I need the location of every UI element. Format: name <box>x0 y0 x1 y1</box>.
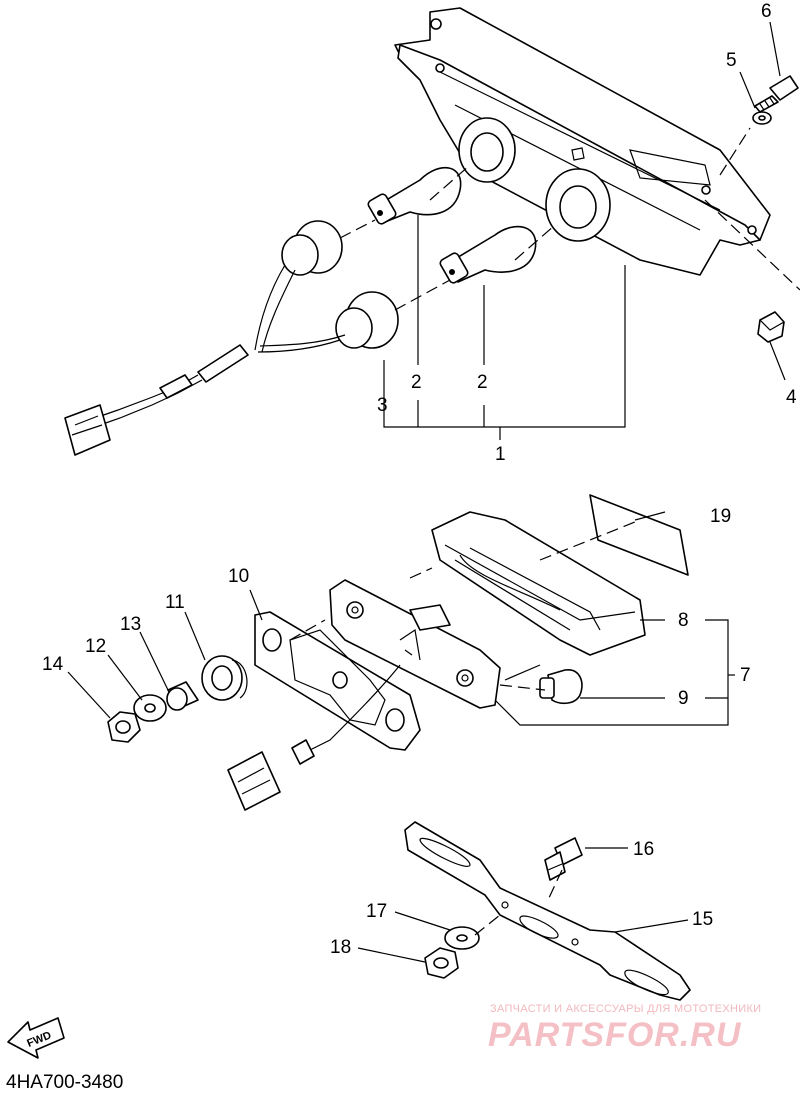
bracket-15 <box>404 821 691 1001</box>
callout-4: 4 <box>786 387 797 408</box>
callout-12: 12 <box>85 636 106 657</box>
nut-4 <box>757 311 785 343</box>
nut-18 <box>424 947 459 979</box>
connector-wire <box>227 664 401 811</box>
washer-17 <box>444 926 480 950</box>
bulb-9 <box>539 669 583 705</box>
callout-16: 16 <box>633 839 654 860</box>
callout-8: 8 <box>678 610 689 631</box>
callout-11: 11 <box>165 592 185 613</box>
bulb-lower <box>439 225 537 284</box>
collar-13 <box>166 681 199 711</box>
callout-17: 17 <box>366 901 387 922</box>
bolt-16 <box>544 837 583 881</box>
callout-2-upper: 2 <box>411 372 422 393</box>
watermark-tagline: ЗАПЧАСТИ И АКСЕССУАРЫ ДЛЯ МОТОТЕХНИКИ <box>490 1003 761 1015</box>
grommet-11 <box>201 655 248 701</box>
callout-7: 7 <box>740 665 751 686</box>
callout-5: 5 <box>726 50 737 71</box>
tail-light-housing <box>394 7 771 276</box>
license-light-lens-housing <box>431 511 646 656</box>
callout-13: 13 <box>120 614 141 635</box>
callout-1: 1 <box>495 444 506 465</box>
callout-19: 19 <box>710 506 731 527</box>
callout-3: 3 <box>377 395 388 416</box>
nut-14 <box>107 711 141 743</box>
callout-2-lower: 2 <box>477 372 488 393</box>
label-19 <box>589 494 689 576</box>
bulb-upper <box>367 166 462 225</box>
washer-5 <box>752 111 772 125</box>
callout-9: 9 <box>678 688 689 709</box>
license-light-base <box>329 579 501 709</box>
diagram-code: 4HA700-3480 <box>6 1072 123 1093</box>
socket-harness <box>64 220 399 456</box>
gasket-10 <box>254 611 421 751</box>
callout-6: 6 <box>761 1 772 22</box>
callout-10: 10 <box>228 566 249 587</box>
washer-12 <box>133 694 167 722</box>
fwd-direction-arrow: FWD <box>7 1017 65 1059</box>
callout-18: 18 <box>330 937 351 958</box>
bolt-6 <box>754 75 799 113</box>
watermark-brand: PARTSFOR.RU <box>488 1016 742 1054</box>
callout-14: 14 <box>42 654 64 675</box>
callout-15: 15 <box>692 909 713 930</box>
